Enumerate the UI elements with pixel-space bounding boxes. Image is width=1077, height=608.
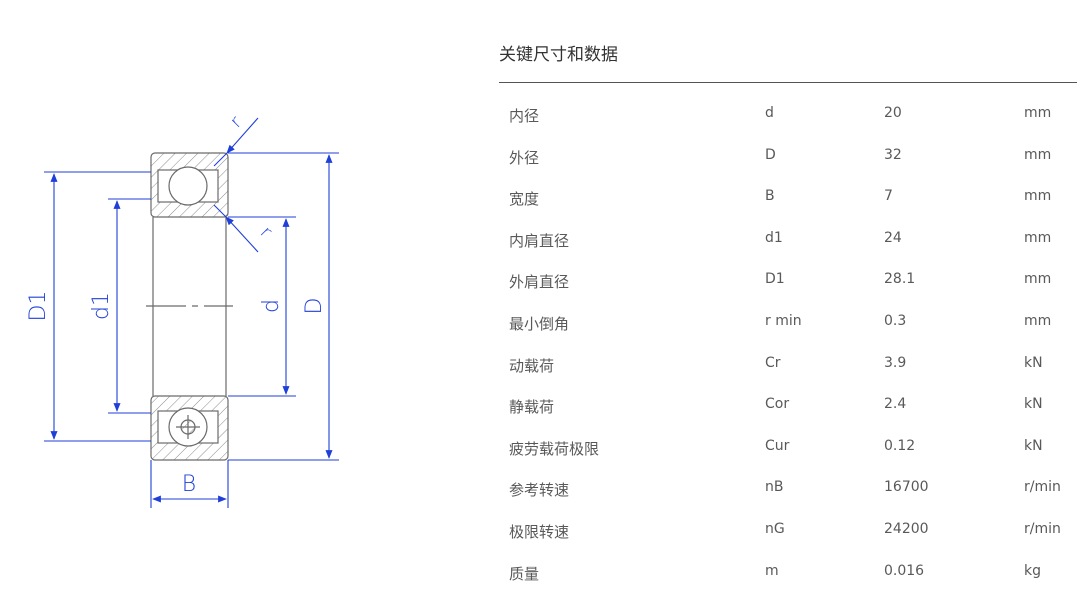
- row-symbol: nG: [765, 520, 785, 537]
- row-name: 疲劳载荷极限: [509, 439, 600, 458]
- row-value: 28.1: [884, 271, 916, 288]
- row-unit: kN: [1024, 354, 1043, 371]
- row-symbol: r min: [765, 312, 802, 329]
- table-row: 极限转速 nG 24200 r/min: [499, 509, 1077, 551]
- row-value: 0.016: [884, 562, 925, 579]
- table-row: 外径 D 32 mm: [499, 135, 1077, 177]
- row-name: 静载荷: [509, 398, 555, 417]
- label-d: d: [259, 299, 284, 313]
- row-name: 质量: [509, 564, 540, 583]
- table-row: 最小倒角 r min 0.3 mm: [499, 301, 1077, 343]
- row-name: 内径: [509, 107, 540, 125]
- row-value: 24200: [884, 520, 929, 537]
- row-value: 0.3: [884, 312, 907, 329]
- row-unit: r/min: [1024, 520, 1061, 537]
- table-row: 疲劳载荷极限 Cur 0.12 kN: [499, 426, 1077, 468]
- row-unit: r/min: [1024, 479, 1061, 496]
- row-value: 2.4: [884, 396, 907, 413]
- row-value: 32: [884, 146, 902, 163]
- bearing-cross-section-drawing: D1 d1 d D B r r: [26, 112, 339, 508]
- row-unit: mm: [1024, 146, 1052, 163]
- row-value: 7: [884, 188, 893, 205]
- row-unit: mm: [1024, 188, 1052, 205]
- dimension-table: 内径 d 20 mm 外径 D 32 mm 宽度 B 7 mm 内肩直径 d1 …: [499, 93, 1077, 592]
- label-D1: D1: [26, 291, 51, 322]
- row-name: 内肩直径: [509, 231, 570, 250]
- table-row: 质量 m 0.016 kg: [499, 551, 1077, 593]
- dim-r-mid-leader: [225, 216, 259, 253]
- row-value: 20: [884, 105, 902, 121]
- row-symbol: nB: [765, 479, 784, 496]
- row-unit: mm: [1024, 105, 1052, 121]
- row-value: 0.12: [884, 437, 916, 454]
- row-name: 外径: [509, 148, 540, 167]
- row-unit: kN: [1024, 396, 1043, 413]
- row-symbol: Cor: [765, 396, 790, 413]
- row-symbol: Cr: [765, 354, 781, 371]
- label-r-mid: r: [256, 222, 277, 243]
- table-row: 静载荷 Cor 2.4 kN: [499, 384, 1077, 426]
- dimension-lines: [44, 117, 339, 508]
- label-B: B: [182, 472, 196, 497]
- row-value: 3.9: [884, 354, 907, 371]
- top-ball: [168, 166, 208, 206]
- row-symbol: d1: [765, 229, 783, 246]
- row-symbol: Cur: [765, 437, 790, 454]
- row-symbol: B: [765, 188, 775, 205]
- row-name: 动载荷: [509, 356, 555, 375]
- row-symbol: d: [765, 105, 774, 121]
- table-row: 内肩直径 d1 24 mm: [499, 218, 1077, 260]
- dim-r-top-leader: [226, 117, 259, 154]
- table-row: 动载荷 Cr 3.9 kN: [499, 343, 1077, 385]
- row-name: 外肩直径: [509, 273, 570, 292]
- row-symbol: D: [765, 146, 776, 163]
- row-name: 最小倒角: [509, 314, 570, 333]
- row-unit: mm: [1024, 271, 1052, 288]
- title-divider: [499, 82, 1077, 83]
- label-D: D: [302, 298, 327, 315]
- row-value: 24: [884, 229, 902, 246]
- row-unit: kN: [1024, 437, 1043, 454]
- row-name: 极限转速: [509, 522, 570, 541]
- table-row: 外肩直径 D1 28.1 mm: [499, 259, 1077, 301]
- label-d1: d1: [89, 292, 114, 320]
- row-unit: mm: [1024, 229, 1052, 246]
- row-symbol: D1: [765, 271, 785, 288]
- row-symbol: m: [765, 562, 779, 579]
- label-r-top: r: [226, 112, 247, 133]
- row-unit: mm: [1024, 312, 1052, 329]
- row-name: 宽度: [509, 190, 540, 209]
- row-value: 16700: [884, 479, 929, 496]
- panel-title: 关键尺寸和数据: [499, 45, 618, 65]
- bearing-outline: [146, 152, 233, 461]
- table-row: 内径 d 20 mm: [499, 93, 1077, 135]
- row-name: 参考转速: [509, 481, 570, 500]
- table-row: 参考转速 nB 16700 r/min: [499, 467, 1077, 509]
- table-row: 宽度 B 7 mm: [499, 176, 1077, 218]
- row-unit: kg: [1024, 562, 1041, 579]
